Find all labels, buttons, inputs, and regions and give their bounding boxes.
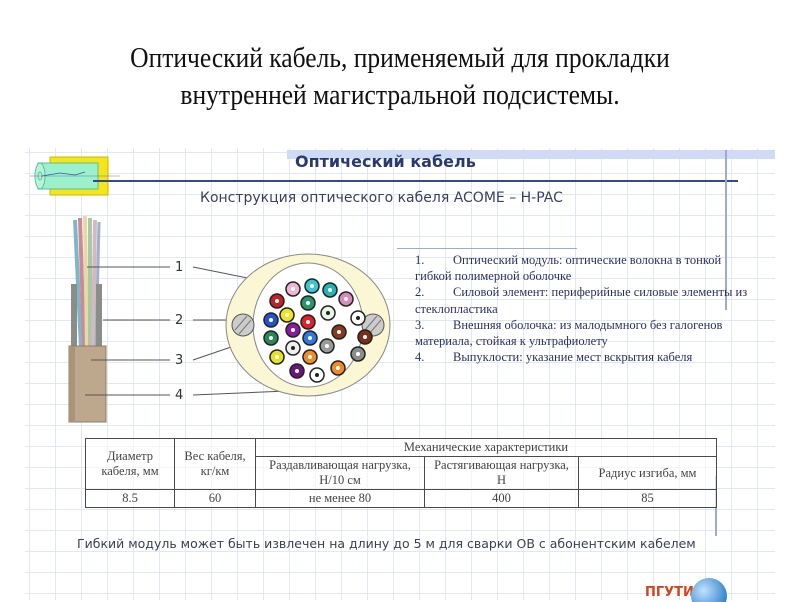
cell-tensile: 400 — [424, 489, 579, 508]
diagram-label-1: 1 — [175, 260, 183, 275]
table-row: 8.5 60 не менее 80 400 85 — [85, 489, 717, 508]
leader-lines — [85, 266, 288, 396]
header-diameter: Диаметр кабеля, мм — [85, 438, 175, 490]
fiber-cable-icon — [30, 156, 120, 196]
header-weight: Вес кабеля, кг/км — [174, 438, 256, 490]
legend-divider — [397, 248, 577, 249]
cable-side-view — [68, 215, 107, 423]
header-divider — [93, 180, 738, 182]
logo-text: ПГУТИ — [645, 585, 694, 600]
spec-table: Диаметр кабеля, мм Вес кабеля, кг/км Мех… — [85, 438, 717, 508]
diagram-label-2: 2 — [175, 313, 183, 328]
diagram-label-3: 3 — [175, 353, 183, 368]
header-tensile: Растягивающая нагрузка, Н — [424, 456, 579, 490]
vertical-divider — [725, 150, 727, 310]
cell-weight: 60 — [174, 489, 256, 508]
legend-item-4: 4.Выпуклости: указание мест вскрытия каб… — [415, 350, 693, 365]
legend-item-3: 3.Внешняя оболочка: из малодымного без г… — [415, 317, 723, 349]
header-crush: Раздавливающая нагрузка, Н/10 см — [255, 456, 425, 490]
cell-bend: 85 — [578, 489, 717, 508]
table-header-row: Диаметр кабеля, мм Вес кабеля, кг/км Мех… — [85, 438, 717, 490]
slide-title-line-1: Оптический кабель, применяемый для прокл… — [130, 42, 670, 74]
footer-note: Гибкий модуль может быть извлечен на дли… — [77, 536, 696, 551]
panel-subtitle: Конструкция оптического кабеля ACOME – H… — [200, 190, 563, 206]
cable-info-panel: Оптический кабель Конструкция оптическог… — [25, 148, 775, 602]
cable-structure-diagram: 1 2 3 4 — [68, 215, 391, 423]
table-subheader-row: Раздавливающая нагрузка, Н/10 см Растяги… — [86, 456, 717, 490]
panel-header-title: Оптический кабель — [295, 152, 476, 171]
header-mechanical: Механические характеристики — [255, 438, 717, 457]
legend-list: 1.Оптический модуль: оптические волокна … — [415, 252, 755, 365]
slide-title-line-2: внутренней магистральной подсистемы. — [180, 79, 620, 111]
cell-diameter: 8.5 — [85, 489, 175, 508]
cable-cross-section — [225, 253, 391, 397]
header-bend: Радиус изгиба, мм — [578, 456, 717, 490]
globe-icon — [691, 578, 727, 602]
slide-title: Оптический кабель, применяемый для прокл… — [48, 40, 752, 114]
header-band — [287, 150, 775, 159]
diagram-label-4: 4 — [175, 388, 183, 403]
cell-crush: не менее 80 — [255, 489, 425, 508]
university-logo: ПГУТИ — [645, 578, 755, 602]
legend-item-1: 1.Оптический модуль: оптические волокна … — [415, 253, 722, 284]
legend-item-2: 2.Силовой элемент: периферийные силовые … — [415, 285, 748, 316]
